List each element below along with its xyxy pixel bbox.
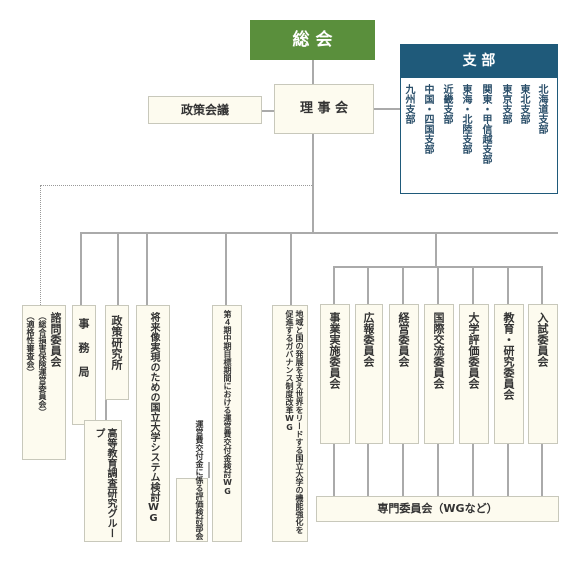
branch-kyushu: 九州支部 [403,84,414,124]
connector-line [105,400,107,422]
committee-daigaku-hyoka: 大学評価委員会 [467,312,480,389]
connector-line [80,232,558,234]
committee-kokusai: 国際交流委員会 [432,312,445,389]
branch-kinki: 近畿支部 [441,84,452,124]
committee-kyoiku-kenkyu: 教育・研究委員会 [502,312,515,400]
committee-box [320,304,350,444]
branch-chugoku: 中国・四国支部 [422,84,433,154]
connector-line [117,232,119,307]
connector-line [262,110,276,112]
eval-committee-box [176,478,208,542]
connector-line [208,462,210,478]
dotted-connector [40,185,41,305]
midterm-wg-box [212,305,242,542]
future-wg-label: 将来像実現のための国立大学システム検討WG [148,312,159,524]
branch-tokai: 東海・北陸支部 [460,84,471,154]
policy-institute-label: 政策研究所 [110,315,123,370]
branch-kanto: 関東・甲信越支部 [480,84,491,164]
connector-line [437,444,439,496]
connector-line [312,58,314,84]
board-box [274,84,374,134]
dotted-connector [40,185,312,186]
committee-box [424,304,454,444]
advisory-sub2-label: （適格性審査会） [26,312,35,376]
connector-line [367,266,369,304]
research-group-label: 高等教育調査研究グループ [93,428,116,538]
advisory-committee-box [22,305,66,460]
committee-nyushi: 入試委員会 [536,312,549,367]
secretariat-box [72,305,96,425]
committee-keiei: 経営委員会 [397,312,410,367]
future-wg-box [136,305,170,542]
secretariat-label: 事 務 局 [77,318,90,377]
board-label: 理 事 会 [299,101,349,116]
connector-line [225,232,227,305]
connector-line [367,444,369,496]
advisory-sub1-label: （総合損害保険運営委員会） [38,312,47,416]
branch-tokyo: 東京支部 [500,84,511,124]
committee-box [494,304,524,444]
policy-council-label: 政策会議 [180,103,229,117]
policy-institute-box [105,305,129,400]
regional-wg-box [272,305,308,542]
connector-line [437,266,439,304]
connector-line [372,108,400,110]
committee-box [528,304,558,444]
research-group-box [84,420,122,542]
connector-line [333,444,335,496]
connector-line [507,266,509,304]
connector-line [312,132,314,232]
branch-tohoku: 東北支部 [518,84,529,124]
connector-line [290,232,292,305]
connector-line [541,444,543,496]
advisory-committee-label: 諮問委員会 [49,312,62,367]
branches-title: 支 部 [462,53,496,69]
committee-jigyo: 事業実施委員会 [328,312,341,389]
connector-line [402,444,404,496]
connector-line [402,266,404,304]
connector-line [333,266,335,304]
committee-box [355,304,383,444]
policy-council-box [148,96,262,124]
branches-header [400,44,558,78]
committee-box [389,304,419,444]
regional-wg-label: 地域と国の発展を支え世界をリードする国立大学の機能強化を促進するガバナンス制度改… [285,310,304,534]
general-meeting-box [250,20,375,60]
connector-line [472,266,474,304]
expert-committee-label: 専門委員会（WGなど） [377,502,498,515]
connector-line [435,232,437,268]
committee-box [459,304,489,444]
connector-line [472,444,474,496]
connector-line [80,232,82,307]
expert-committee-box [316,496,559,522]
eval-committee-label: 運営費交付金に係る評価検討部会 [195,420,204,540]
branch-hokkaido: 北海道支部 [536,84,547,134]
general-meeting-label: 総 会 [292,30,333,50]
committee-koho: 広報委員会 [362,312,375,367]
connector-line [507,444,509,496]
connector-line [541,266,543,304]
connector-line [146,232,148,305]
midterm-wg-label: 第４期中期目標期間における運営費交付金検討WG [223,310,232,496]
